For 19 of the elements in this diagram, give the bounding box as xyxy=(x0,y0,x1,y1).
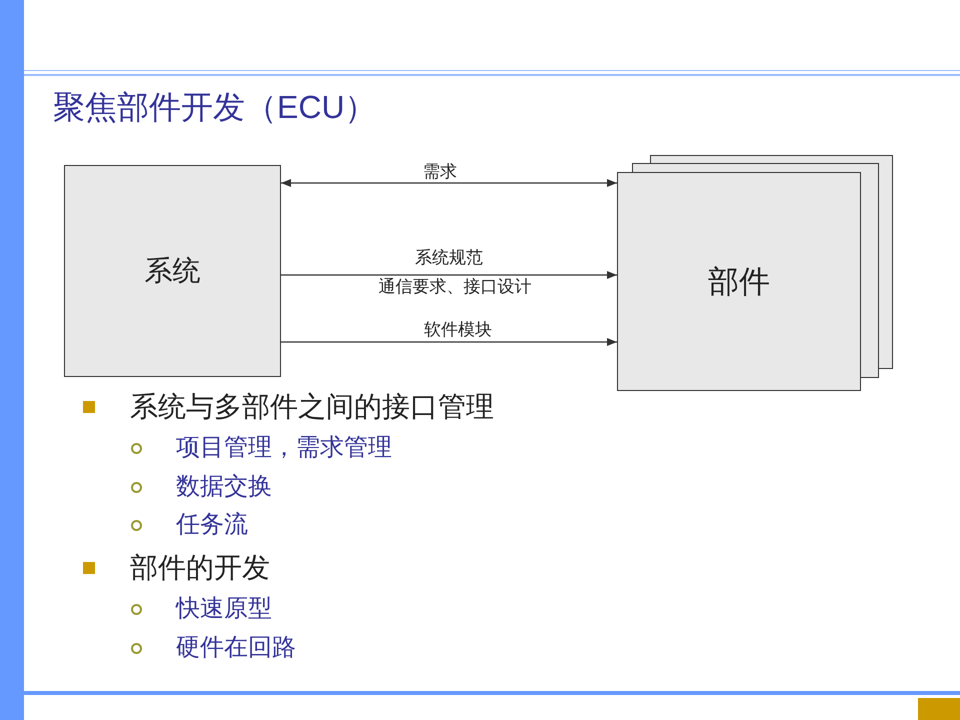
bullet-text: 部件的开发 xyxy=(130,554,270,582)
arrow xyxy=(281,271,617,279)
node-label: 系统 xyxy=(144,257,200,285)
annotation-text: 通信要求、接口设计 xyxy=(378,277,532,297)
slide-title: 聚焦部件开发（ECU） xyxy=(53,91,377,123)
bullet-text: 系统与多部件之间的接口管理 xyxy=(130,393,494,421)
bullet-text: 快速原型 xyxy=(176,597,272,621)
arrow xyxy=(281,338,617,346)
edge-label: 需求 xyxy=(421,162,459,182)
edge-label: 系统规范 xyxy=(413,248,485,268)
edge-label: 软件模块 xyxy=(422,320,494,340)
node-label: 部件 xyxy=(708,266,770,297)
bullet-text: 硬件在回路 xyxy=(176,636,296,660)
double-arrow xyxy=(281,179,617,187)
bullet-text: 任务流 xyxy=(176,513,248,537)
bullet-text: 项目管理，需求管理 xyxy=(176,436,392,460)
process-box xyxy=(64,165,281,377)
bullet-text: 数据交换 xyxy=(176,475,272,499)
stacked-boxes xyxy=(617,155,893,391)
